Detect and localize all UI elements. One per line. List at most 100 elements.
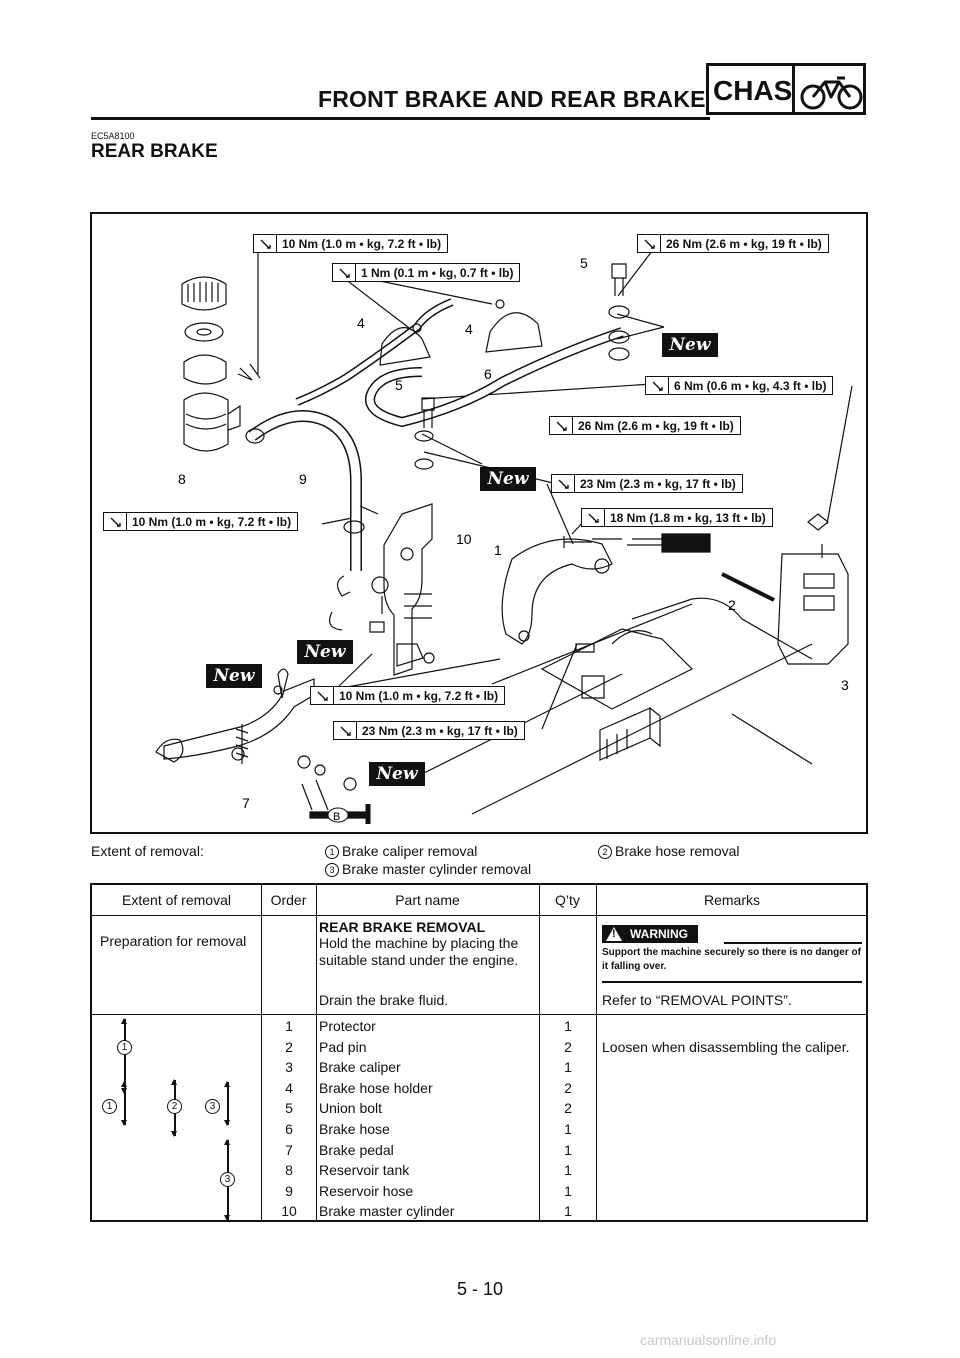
warning-text: Support the machine securely so there is… xyxy=(602,947,861,972)
warning-rule xyxy=(724,942,862,944)
torque-wrench-icon xyxy=(254,235,277,252)
extent-item-text: Brake caliper removal xyxy=(342,843,478,859)
badge-divider xyxy=(792,66,795,112)
torque-wrench-icon xyxy=(333,264,356,281)
callout-4-left: 4 xyxy=(357,315,365,331)
header-qty: Q’ty xyxy=(555,892,580,908)
row-order: 10 xyxy=(281,1203,297,1220)
section-code: EC5A8100 xyxy=(91,131,135,141)
circled-number: 2 xyxy=(598,845,612,859)
row-divider xyxy=(92,1014,866,1015)
torque-wrench-icon xyxy=(582,509,605,526)
torque-value: 26 Nm (2.6 m • kg, 19 ft • lb) xyxy=(666,236,822,251)
prep-remark: Refer to “REMOVAL POINTS”. xyxy=(602,992,792,1008)
warning-rule xyxy=(602,981,862,983)
callout-7: 7 xyxy=(242,795,250,811)
group-bracket xyxy=(121,1081,127,1126)
diagram-drawing: 5 4 4 6 5 8 9 10 1 2 3 7 B xyxy=(155,250,853,824)
row-order: 7 xyxy=(285,1141,293,1158)
row-order: 1 xyxy=(285,1018,293,1034)
column-divider xyxy=(596,885,597,1220)
prep-line-1: Hold the machine by placing the xyxy=(319,935,519,951)
torque-value: 10 Nm (1.0 m • kg, 7.2 ft • lb) xyxy=(339,688,499,703)
torque-label: 10 Nm (1.0 m • kg, 7.2 ft • lb) xyxy=(310,686,506,705)
warning-badge: ! WARNING xyxy=(602,925,698,943)
section-title: REAR BRAKE xyxy=(91,141,218,162)
torque-label: 26 Nm (2.6 m • kg, 19 ft • lb) xyxy=(549,416,741,435)
extent-item-text: Brake master cylinder removal xyxy=(342,861,532,877)
row-order: 4 xyxy=(285,1079,293,1096)
row-part-name: Protector xyxy=(319,1018,376,1034)
row-qty: 1 xyxy=(564,1182,572,1199)
warning-label: WARNING xyxy=(630,927,688,941)
row-part-name: Reservoir tank xyxy=(319,1162,410,1179)
torque-wrench-icon xyxy=(638,235,661,252)
row-qty: 2 xyxy=(564,1079,572,1096)
row-qty: 1 xyxy=(564,1059,572,1076)
torque-wrench-icon xyxy=(550,417,573,434)
callout-6: 6 xyxy=(484,366,492,382)
row-part-name: Reservoir hose xyxy=(319,1182,414,1199)
removal-table: Extent of removal Order Part name Q’ty R… xyxy=(90,883,868,1222)
new-part-tag: New xyxy=(369,762,425,786)
torque-value: 26 Nm (2.6 m • kg, 19 ft • lb) xyxy=(578,418,734,433)
torque-label: 26 Nm (2.6 m • kg, 19 ft • lb) xyxy=(637,234,829,253)
torque-value: 18 Nm (1.8 m • kg, 13 ft • lb) xyxy=(610,510,766,525)
header-order: Order xyxy=(270,892,307,908)
torque-label: 10 Nm (1.0 m • kg, 7.2 ft • lb) xyxy=(103,512,299,531)
row-part-name: Brake caliper xyxy=(319,1059,401,1076)
prep-title: REAR BRAKE REMOVAL xyxy=(319,919,486,935)
row-divider xyxy=(92,915,866,916)
row-order: 9 xyxy=(285,1182,293,1199)
callout-5-top: 5 xyxy=(580,255,588,271)
prep-drain: Drain the brake fluid. xyxy=(319,992,449,1008)
header-rule xyxy=(91,117,710,120)
prep-line-2: suitable stand under the engine. xyxy=(319,952,519,968)
row-qty: 1 xyxy=(564,1203,572,1220)
callout-4-right: 4 xyxy=(465,321,473,337)
callout-5-mid: 5 xyxy=(395,377,403,393)
torque-label: 10 Nm (1.0 m • kg, 7.2 ft • lb) xyxy=(253,234,449,253)
group-bracket xyxy=(224,1081,230,1126)
torque-value: 10 Nm (1.0 m • kg, 7.2 ft • lb) xyxy=(282,236,442,251)
row-qty: 1 xyxy=(564,1018,572,1034)
torque-value: 10 Nm (1.0 m • kg, 7.2 ft • lb) xyxy=(132,514,292,529)
row-order: 8 xyxy=(285,1162,293,1179)
row-order: 6 xyxy=(285,1121,293,1137)
torque-label: 23 Nm (2.3 m • kg, 17 ft • lb) xyxy=(551,474,743,493)
group-number: 3 xyxy=(205,1099,220,1114)
watermark: carmanualsonline.info xyxy=(640,1332,777,1348)
header-part-name: Part name xyxy=(395,892,460,908)
new-part-tag: New xyxy=(206,664,262,688)
new-part-tag: New xyxy=(480,467,536,491)
callout-3: 3 xyxy=(841,677,849,693)
column-divider xyxy=(261,885,262,1220)
row-qty: 1 xyxy=(564,1141,572,1158)
circled-number: 1 xyxy=(325,845,339,859)
row-qty: 2 xyxy=(564,1100,572,1117)
torque-wrench-icon xyxy=(104,513,127,530)
callout-9: 9 xyxy=(299,471,307,487)
grease-b-label: B xyxy=(333,811,340,823)
torque-wrench-icon xyxy=(552,475,575,492)
callout-8: 8 xyxy=(178,471,186,487)
page-number: 5 - 10 xyxy=(456,1279,504,1299)
row-part-name: Brake hose xyxy=(319,1121,390,1137)
group-number: 1 xyxy=(117,1040,132,1055)
row-qty: 1 xyxy=(564,1162,572,1179)
warning-icon: ! xyxy=(606,927,622,941)
row-order: 3 xyxy=(285,1059,293,1076)
extent-label: Extent of removal: xyxy=(91,843,204,859)
new-part-tag: New xyxy=(297,640,353,664)
row-qty: 2 xyxy=(564,1038,572,1055)
row-part-name: Brake pedal xyxy=(319,1141,394,1158)
column-divider xyxy=(539,885,540,1220)
torque-wrench-icon xyxy=(646,377,669,394)
exploded-diagram: 5 4 4 6 5 8 9 10 1 2 3 7 B 10 Nm (1.0 m … xyxy=(90,212,868,834)
torque-value: 6 Nm (0.6 m • kg, 4.3 ft • lb) xyxy=(674,378,827,393)
callout-10: 10 xyxy=(456,531,472,547)
torque-label: 18 Nm (1.8 m • kg, 13 ft • lb) xyxy=(581,508,773,527)
chapter-badge-label: CHAS xyxy=(713,75,793,106)
